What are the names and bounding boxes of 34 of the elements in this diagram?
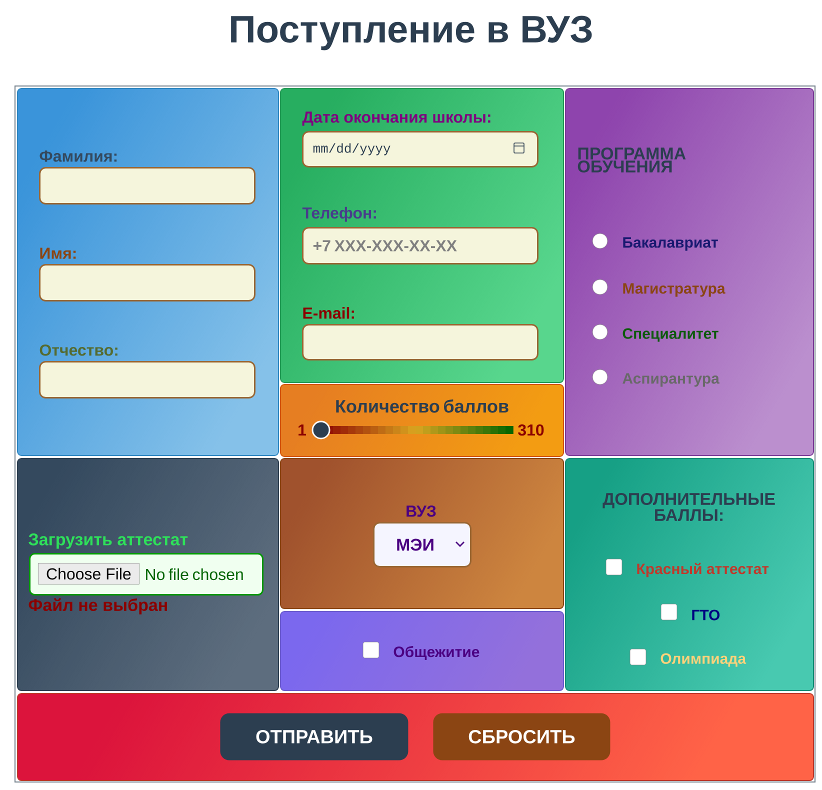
text-field: mm/dd/yyyy [302,131,538,168]
panel-background [17,693,814,781]
field-label: ВУЗ [406,505,436,517]
field-label: Отчество: [40,344,118,356]
text-field: +7 XXX-XXX-XX-XX [302,227,538,264]
field-label: Дата окончания школы: [302,112,490,126]
dropdown-select: МЭИ [373,522,472,568]
option-label: Бакалавриат [623,237,718,251]
button: ОТПРАВИТЬ [220,713,408,760]
panel-background [17,88,279,456]
field-label: Телефон: [302,206,376,222]
checkbox-label: Олимпиада [660,653,746,667]
field-label: Фамилия: [40,150,117,162]
choose-file-button: Choose File [38,563,140,584]
section-heading: ПРОГРАММА ОБУЧЕНИЯ [578,147,686,173]
option-label: Специалитет [622,328,718,342]
option-label: Магистратура [623,283,726,297]
page-title: Поступление в ВУЗ [231,16,592,50]
section-heading: ДОПОЛНИТЕЛЬНЫЕ БАЛЛЫ: [602,492,775,522]
range-label: 1 [298,424,306,436]
panel-background [280,458,564,609]
range-label: 310 [518,424,544,436]
checkbox-label: ГТО [692,610,720,620]
field-label: Имя: [40,248,76,259]
upload-label: Загрузить аттестат [28,533,188,549]
panel-background [280,611,564,691]
section-heading: Количество баллов [336,399,508,413]
checkbox-label: Общежитие [394,646,480,660]
option-label: Аспирантура [622,373,720,387]
button: СБРОСИТЬ [433,713,610,760]
panel-background [17,458,279,691]
field-label: E-mail: [303,307,354,319]
error-message: Файл не выбран [28,598,167,614]
checkbox-label: Красный аттестат [637,562,769,578]
